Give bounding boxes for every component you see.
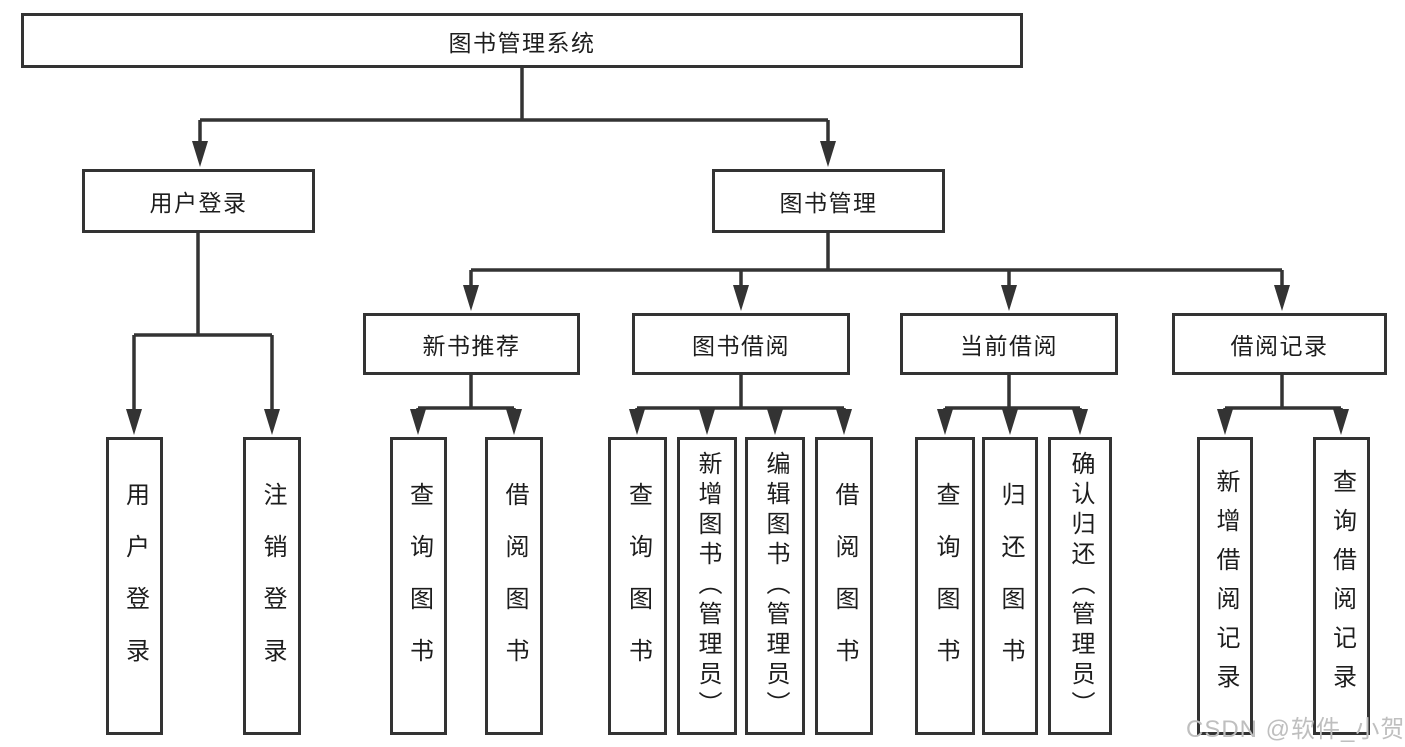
leaf-user-login: 用户登录 — [106, 437, 163, 735]
leaf-current-return-books: 归还图书 — [982, 437, 1038, 735]
node-library-system: 图书管理系统 — [21, 13, 1023, 68]
leaf-borrowing-borrow-books: 借阅图书 — [815, 437, 873, 735]
node-new-book-recommend: 新书推荐 — [363, 313, 580, 375]
leaf-borrowing-add-books-admin: 新增图书（管理员） — [677, 437, 737, 735]
node-borrowing-records: 借阅记录 — [1172, 313, 1387, 375]
leaf-recommend-borrow-books: 借阅图书 — [485, 437, 543, 735]
node-book-borrowing: 图书借阅 — [632, 313, 850, 375]
node-current-borrowing: 当前借阅 — [900, 313, 1118, 375]
node-user-login: 用户登录 — [82, 169, 315, 233]
leaf-current-query-books: 查询图书 — [915, 437, 975, 735]
leaf-logout: 注销登录 — [243, 437, 301, 735]
csdn-watermark: CSDN @软件_小贺同学 — [1186, 716, 1405, 743]
leaf-recommend-query-books: 查询图书 — [390, 437, 447, 735]
leaf-current-confirm-return-admin: 确认归还（管理员） — [1048, 437, 1112, 735]
node-book-management: 图书管理 — [712, 169, 945, 233]
leaf-records-query-record: 查询借阅记录 — [1313, 437, 1370, 735]
leaf-borrowing-query-books: 查询图书 — [608, 437, 667, 735]
leaf-records-add-record: 新增借阅记录 — [1197, 437, 1253, 735]
leaf-borrowing-edit-books-admin: 编辑图书（管理员） — [745, 437, 805, 735]
